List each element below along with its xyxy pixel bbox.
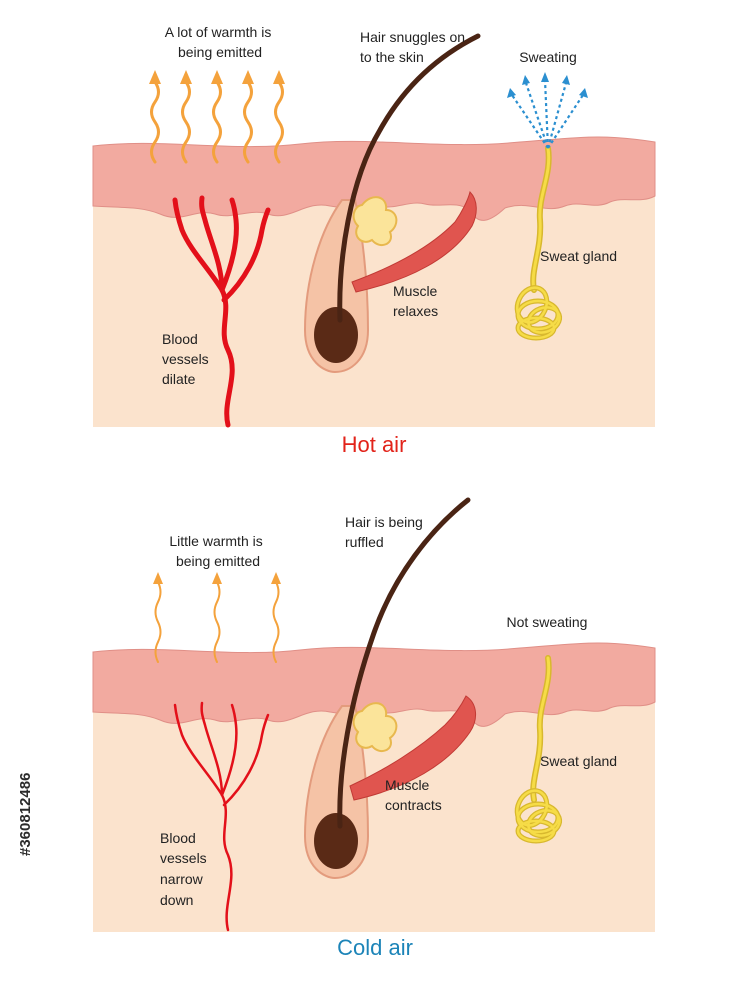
blood-vessels: [172, 195, 271, 428]
sweat-gland-label: Sweat gland: [540, 753, 617, 769]
heat-wave-arrow: [154, 581, 162, 663]
sweat-gland-label: Sweat gland: [540, 248, 617, 264]
arrow-head: [242, 70, 254, 84]
sweat-gland: [514, 655, 563, 844]
arrow-head: [579, 88, 588, 98]
vessels-label: Blood vessels narrow down: [160, 830, 211, 908]
stock-id-text: #360812486: [17, 773, 34, 856]
warmth-label: Little warmth is being emitted: [169, 533, 266, 569]
heat-arrows: [154, 581, 280, 663]
arrow-head: [180, 70, 192, 84]
heat-wave-arrow: [213, 581, 221, 663]
sweat-gland: [514, 145, 563, 341]
cold-air-title: Cold air: [337, 935, 413, 960]
heat-wave-arrow: [150, 80, 160, 164]
heat-wave-arrow: [212, 80, 222, 164]
sweating-label: Sweating: [519, 49, 577, 65]
arrector-pili-muscle: [349, 695, 476, 801]
cold-panel: Little warmth is being emitted Hair is b…: [92, 497, 656, 960]
hot-panel: A lot of warmth is being emitted Hair sn…: [92, 24, 656, 457]
heat-wave-arrow: [243, 80, 253, 164]
arrow-head: [273, 70, 285, 84]
muscle-label: Muscle contracts: [385, 777, 442, 813]
heat-wave-arrow: [274, 80, 284, 164]
arrow-head: [153, 572, 163, 584]
arrow-head: [271, 572, 281, 584]
vessels-label: Blood vessels dilate: [162, 331, 213, 387]
arrow-head: [149, 70, 161, 84]
arrow-head: [211, 70, 223, 84]
hair-shaft: [337, 497, 471, 829]
arrow-head: [212, 572, 222, 584]
muscle-label: Muscle relaxes: [393, 283, 441, 319]
heat-arrows: [150, 80, 284, 164]
not-sweating-label: Not sweating: [507, 614, 588, 630]
arrector-pili-muscle: [351, 191, 477, 293]
warmth-label: A lot of warmth is being emitted: [165, 24, 275, 60]
sebaceous-gland: [352, 196, 398, 247]
hair-label: Hair snuggles on to the skin: [360, 29, 469, 65]
arrow-head: [541, 72, 549, 82]
heat-wave-arrow: [181, 80, 191, 164]
hair-follicle: [303, 33, 481, 374]
arrow-head: [507, 88, 516, 98]
hot-air-title: Hot air: [342, 432, 407, 457]
sebaceous-gland: [352, 702, 398, 753]
blood-vessels: [173, 701, 270, 932]
hair-shaft: [337, 33, 481, 323]
heat-wave-arrow: [272, 581, 280, 663]
arrow-head: [562, 75, 570, 85]
hair-label: Hair is being ruffled: [345, 514, 427, 550]
hair-follicle: [303, 497, 471, 880]
arrow-head: [522, 75, 530, 85]
sweat-spray: [511, 79, 584, 149]
dermis-layer: [93, 672, 655, 932]
